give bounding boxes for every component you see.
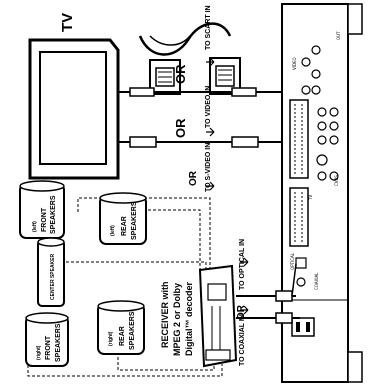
scart-plug-left-icon: [149, 59, 181, 95]
or-label-optical: OR: [236, 304, 247, 320]
front-speaker-right-line2: SPEAKERS: [55, 323, 62, 362]
rear-speaker-right-icon: [97, 300, 145, 355]
rear-speaker-left-icon: [99, 192, 147, 245]
center-speaker-icon: [37, 237, 65, 307]
to-coaxial-in-label: TO COAXIAL IN: [239, 314, 246, 366]
rear-speaker-left-line1: REAR: [121, 216, 128, 236]
arrow-icon: [240, 257, 249, 315]
front-speaker-right-icon: [25, 312, 69, 367]
to-optical-in-label: TO OPTICAL IN: [239, 239, 246, 290]
or-label-2: OR: [173, 118, 188, 138]
rear-speaker-left-tag: (left): [110, 225, 116, 236]
receiver-unit: [198, 264, 238, 368]
tv-set: [28, 38, 120, 180]
receiver-label-line2: MPEG 2 or Dolby: [172, 283, 182, 356]
front-speaker-left-line1: FRONT: [41, 207, 48, 232]
panel-tv-label: TV: [308, 195, 313, 201]
tv-label: TV: [59, 13, 76, 32]
rear-speaker-right-line1: REAR: [119, 326, 126, 346]
front-speaker-right-tag: (right): [36, 345, 42, 360]
panel-out-label: OUT: [336, 31, 341, 40]
to-scart-in-label: TO SCART IN: [205, 5, 212, 50]
panel-video-label: VIDEO: [292, 57, 297, 70]
rear-panel: [281, 3, 363, 383]
or-label-3: OR: [188, 170, 199, 186]
to-video-in-label: TO VIDEO IN: [205, 86, 212, 128]
to-svideo-in-label: TO S-VIDEO IN: [205, 143, 212, 192]
receiver-label-line3: Digital™ decoder: [184, 281, 194, 356]
front-speaker-right-line1: FRONT: [45, 335, 52, 360]
front-speaker-left-tag: (left): [32, 221, 38, 232]
receiver-label-line1: RECEIVER with: [160, 281, 170, 348]
front-speaker-left-line2: SPEAKERS: [50, 195, 57, 234]
scart-cable: [138, 22, 232, 56]
rear-speaker-right-tag: (right): [108, 331, 114, 346]
arrow-icon: [206, 57, 215, 67]
front-speaker-left-icon: [19, 180, 65, 239]
rear-speaker-right-line2: SPEAKERS: [129, 311, 136, 350]
or-label-1: OR: [173, 64, 188, 84]
arrow-icon: [206, 181, 215, 191]
panel-coaxial-label: COAXIAL: [314, 272, 319, 290]
center-speaker-label: CENTER SPEAKER: [50, 253, 56, 300]
arrow-icon: [206, 127, 215, 137]
rear-speaker-left-line2: SPEAKERS: [131, 201, 138, 240]
panel-cvbs-label: CVBS: [334, 175, 339, 186]
optical-cable: [236, 263, 297, 302]
panel-optical-label: OPTICAL: [290, 252, 295, 270]
coaxial-cable: [236, 312, 300, 324]
